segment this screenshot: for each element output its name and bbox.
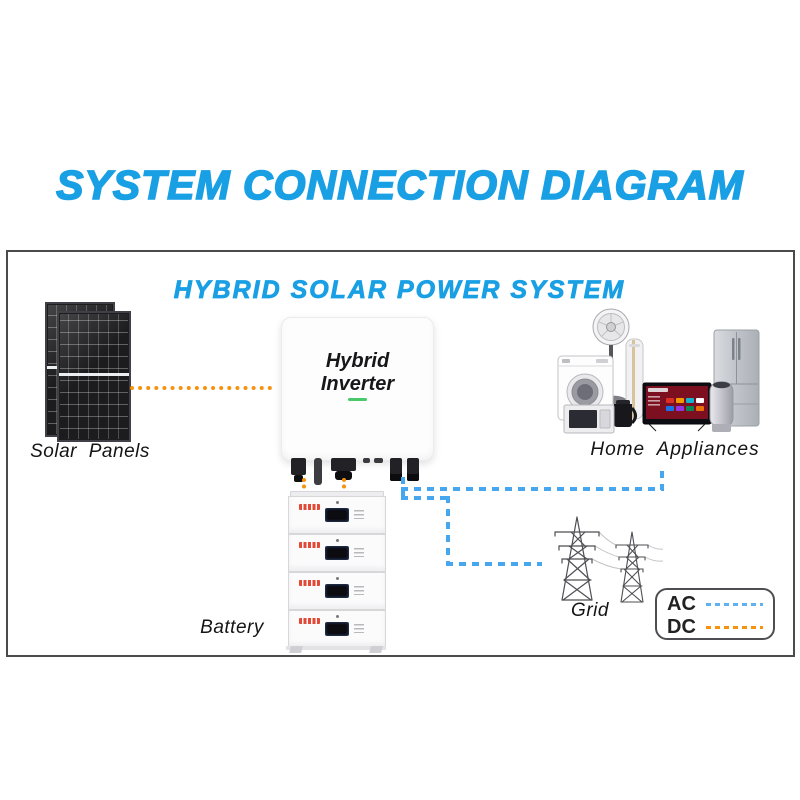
air-purifier-icon [709,381,734,432]
microwave-icon [563,404,615,434]
home-appliances-icon [557,308,760,434]
ac-line-grid-branch [401,496,450,500]
battery-foot-right [369,646,383,653]
ac-line-grid-drop [446,496,450,566]
battery-brand-mark [299,618,320,624]
port-icon-small [363,458,370,463]
inverter-label-line2: Inverter [320,373,395,395]
battery-text-mark [354,624,364,633]
ac-plug-icon-2 [407,458,419,481]
kettle-icon [609,400,637,427]
inverter-label-line1: Hybrid [325,350,390,372]
gland-connector-icon [331,458,356,471]
ac-line-to-appliances [401,487,664,491]
home-appliances-label: Home Appliances [590,439,760,460]
battery-label: Battery [200,617,264,638]
tv-icon [642,382,712,432]
battery-screen [325,622,349,636]
battery-base [286,646,386,650]
solar-panels-label: Solar Panels [30,441,150,462]
diagram-subtitle: HYBRID SOLAR POWER SYSTEM [173,276,626,305]
battery-brand-mark [299,580,320,586]
legend-row-dc: DC [667,616,763,639]
battery-text-mark [354,548,364,557]
gland-nut-icon [335,471,352,480]
dc-line-inverter-to-battery-right [342,478,346,495]
page-title: SYSTEM CONNECTION DIAGRAM [55,161,744,209]
battery-screen [325,546,349,560]
solar-panel-icon-front [57,311,131,442]
washing-machine-icon [557,355,614,421]
legend-ac-line-icon [705,602,763,607]
battery-button-icon [336,615,339,618]
hybrid-inverter-box: Hybrid Inverter [281,317,434,461]
air-conditioner-icon [625,338,644,420]
battery-module [288,610,386,648]
battery-button-icon [336,577,339,580]
legend-box: AC DC [655,588,775,640]
battery-button-icon [336,539,339,542]
dc-line-inverter-to-battery-left [302,478,306,495]
battery-module [288,572,386,610]
ac-line-to-grid [446,562,542,566]
battery-text-mark [354,510,364,519]
pylon-large [554,516,600,601]
pylon-small [615,531,649,603]
battery-button-icon [336,501,339,504]
ac-plug-icon-1 [390,458,402,481]
battery-screen [325,508,349,522]
legend-row-ac: AC [667,593,763,616]
power-wires [591,531,664,570]
cable-icon [314,458,322,485]
battery-text-mark [354,586,364,595]
battery-brand-mark [299,542,320,548]
mc4-connector-icon [291,458,306,475]
battery-module [288,534,386,572]
inverter-status-led [348,398,367,401]
legend-dc-line-icon [705,625,763,630]
grid-label: Grid [571,600,609,621]
grid-tower-icon [554,516,664,603]
legend-dc-label: DC [667,616,696,638]
mc4-connector-tip-icon [294,475,303,482]
battery-brand-mark [299,504,320,510]
port-icon-small-2 [374,458,383,463]
battery-foot-left [289,646,303,653]
dc-line-solar-to-inverter [130,386,272,390]
legend-ac-label: AC [667,593,696,615]
inverter-label: Hybrid Inverter [282,350,433,396]
battery-screen [325,584,349,598]
ac-line-appliances-riser [660,471,664,490]
battery-module [288,496,386,534]
